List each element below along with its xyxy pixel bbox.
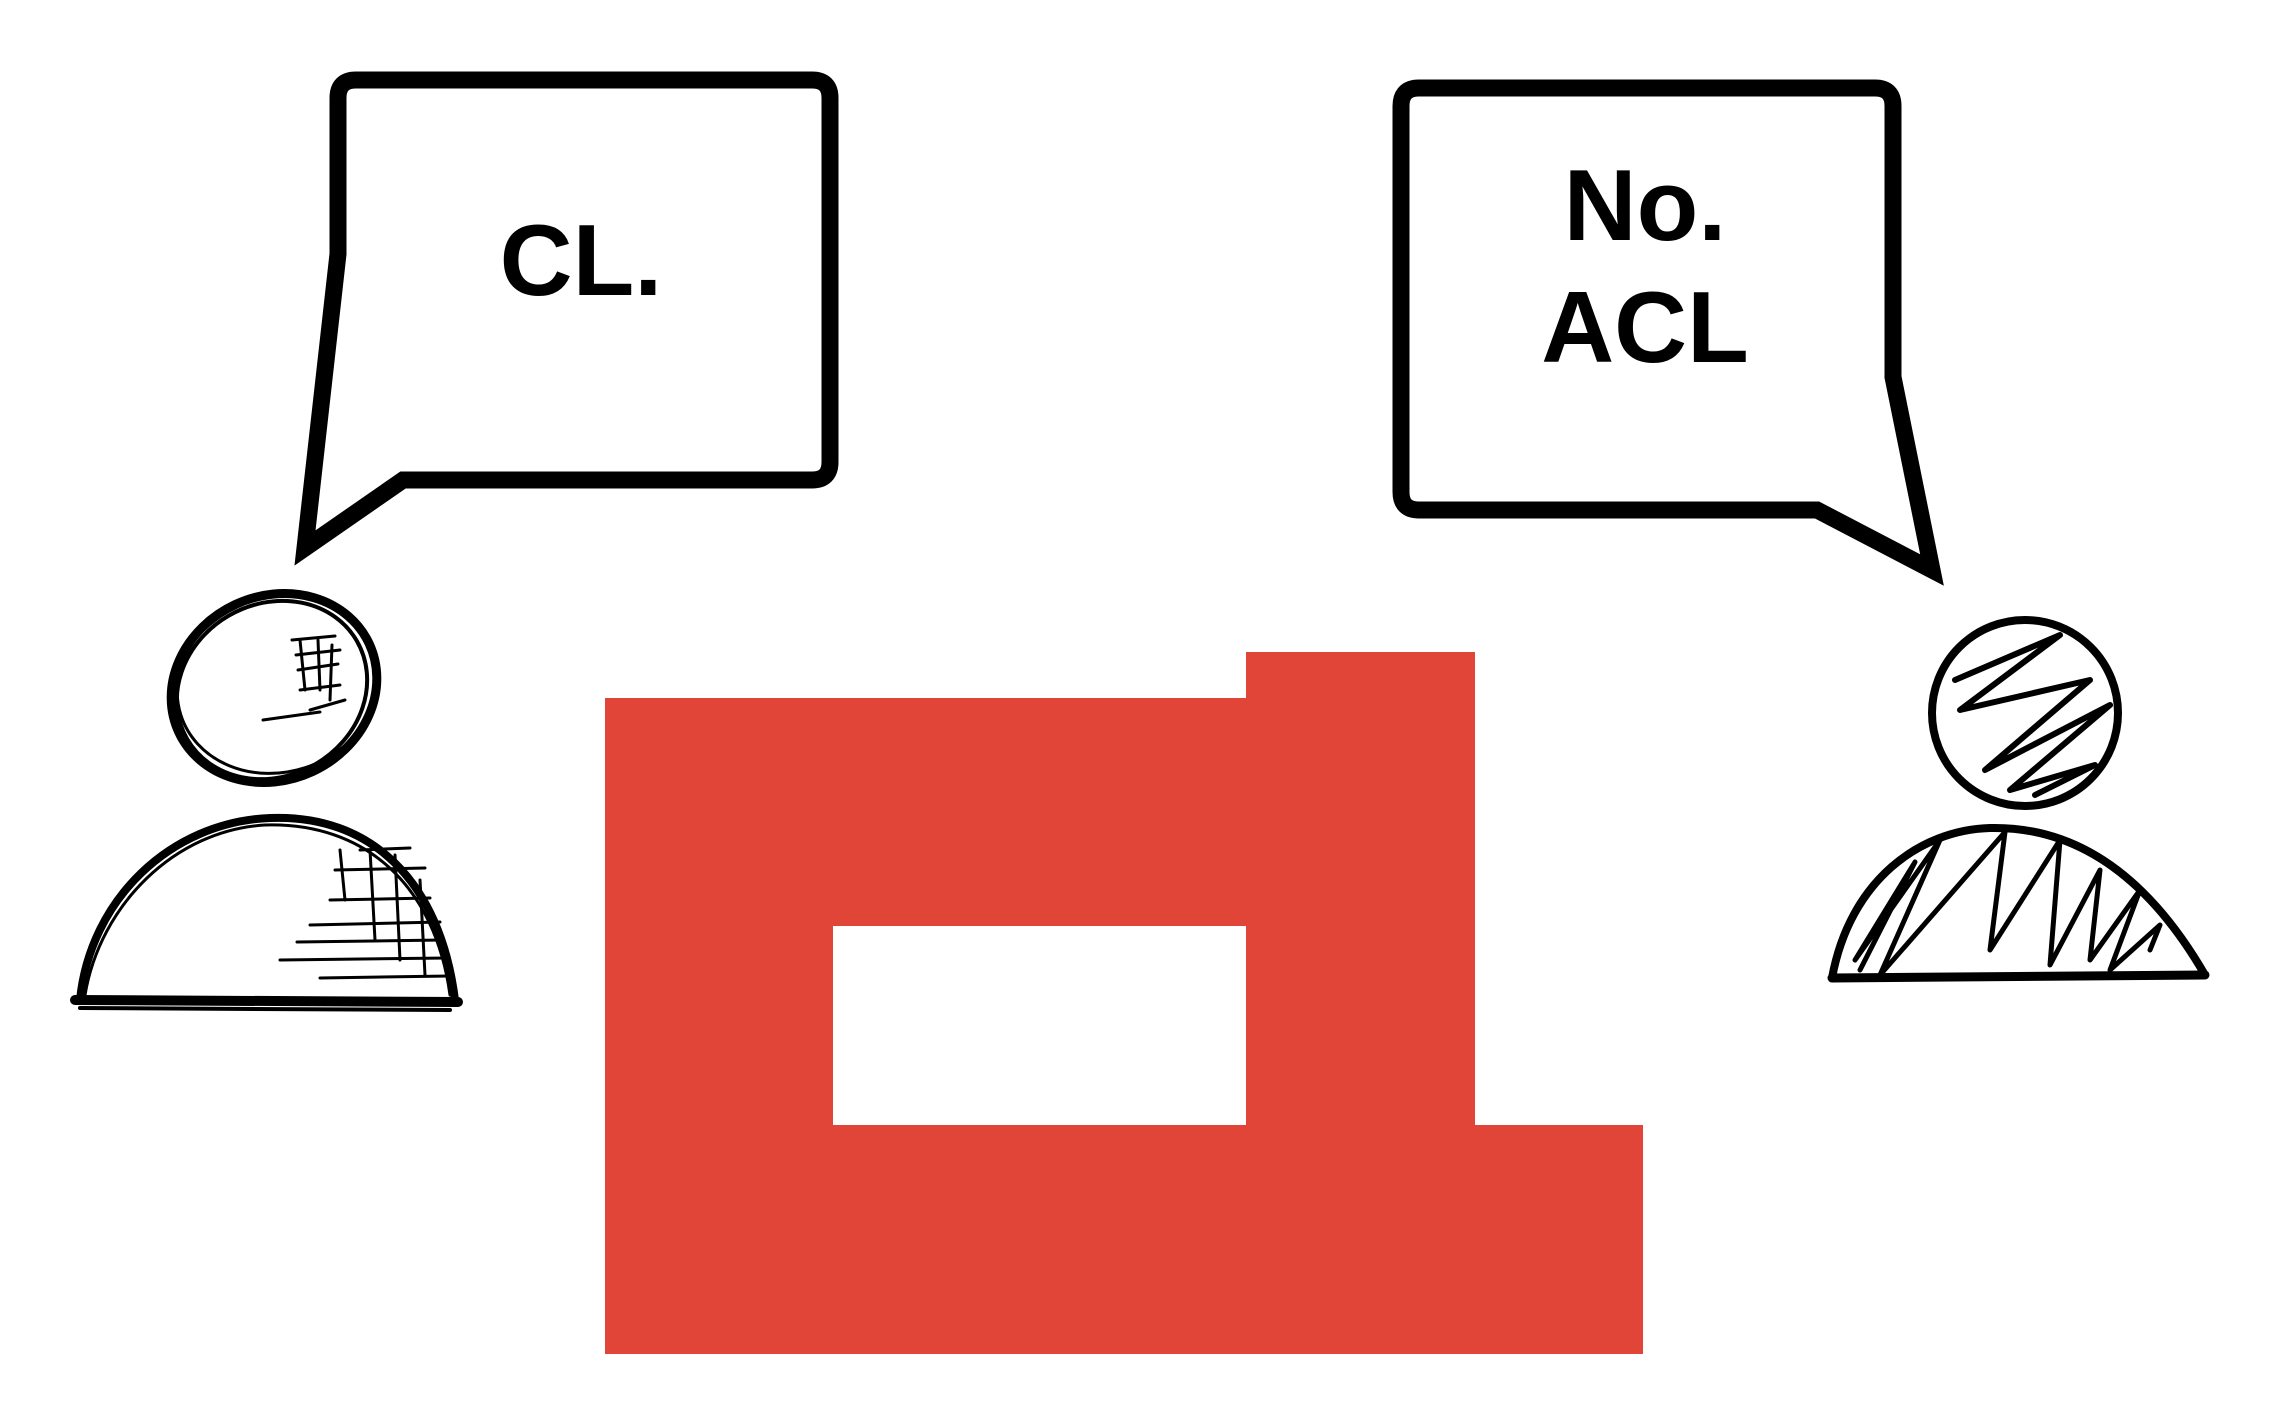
red-block-shape [605, 652, 1643, 1354]
right-speech-bubble [1392, 79, 1944, 586]
right-bubble-line-2: ACL [1541, 272, 1749, 384]
left-bubble-text: CL. [499, 205, 663, 317]
left-person-body [70, 813, 463, 1012]
right-person-icon [1827, 616, 2210, 983]
right-person-body [1827, 823, 2210, 983]
left-person-icon [70, 589, 463, 1012]
left-person-head [166, 589, 382, 787]
right-bubble-line-1: No. [1563, 150, 1727, 262]
right-person-head [1928, 616, 2122, 810]
right-bubble-text: No. ACL [1445, 145, 1845, 389]
left-speech-bubble [294, 71, 839, 566]
